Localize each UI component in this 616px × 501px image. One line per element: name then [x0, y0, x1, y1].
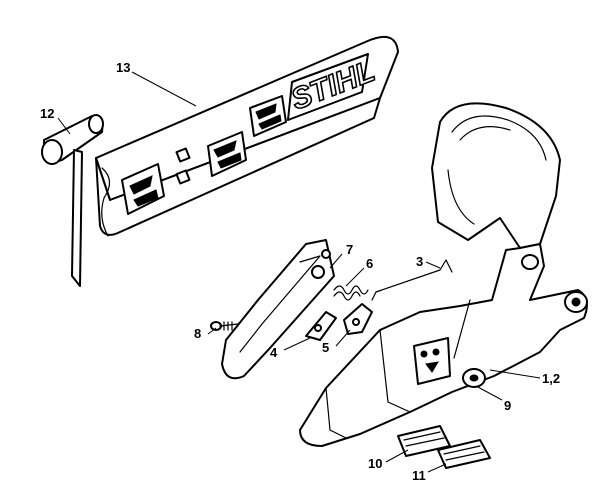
part-10-decal	[397, 425, 451, 457]
callout-13: 13	[116, 60, 130, 75]
part-6-spring	[333, 285, 369, 301]
callout-9: 9	[504, 398, 511, 413]
scabbard-emblem-panels	[121, 95, 287, 215]
callout-6: 6	[366, 256, 373, 271]
part-3-wire-spring	[371, 259, 453, 301]
callout-5: 5	[322, 340, 329, 355]
part-8-screw	[210, 321, 239, 331]
callout-leaders	[57, 71, 541, 473]
callout-numbers: 13 12 7 6 3 8 4 5 1,2 9 10 11	[40, 60, 560, 483]
part-5-latch	[343, 303, 373, 335]
callout-4: 4	[270, 345, 278, 360]
callout-7: 7	[346, 242, 353, 257]
part-11-decal	[437, 439, 491, 469]
callout-1-2: 1,2	[542, 371, 560, 386]
part-13-scabbard: STIHL	[95, 36, 399, 237]
callout-3: 3	[416, 254, 423, 269]
part-1-2-handle-frame	[299, 102, 588, 447]
callout-10: 10	[368, 456, 382, 471]
callout-8: 8	[194, 326, 201, 341]
callout-12: 12	[40, 106, 54, 121]
part-12-combination-wrench	[41, 114, 104, 287]
part-4-link	[305, 311, 337, 341]
callout-11: 11	[412, 468, 426, 483]
part-7-brake-lever	[221, 239, 335, 380]
